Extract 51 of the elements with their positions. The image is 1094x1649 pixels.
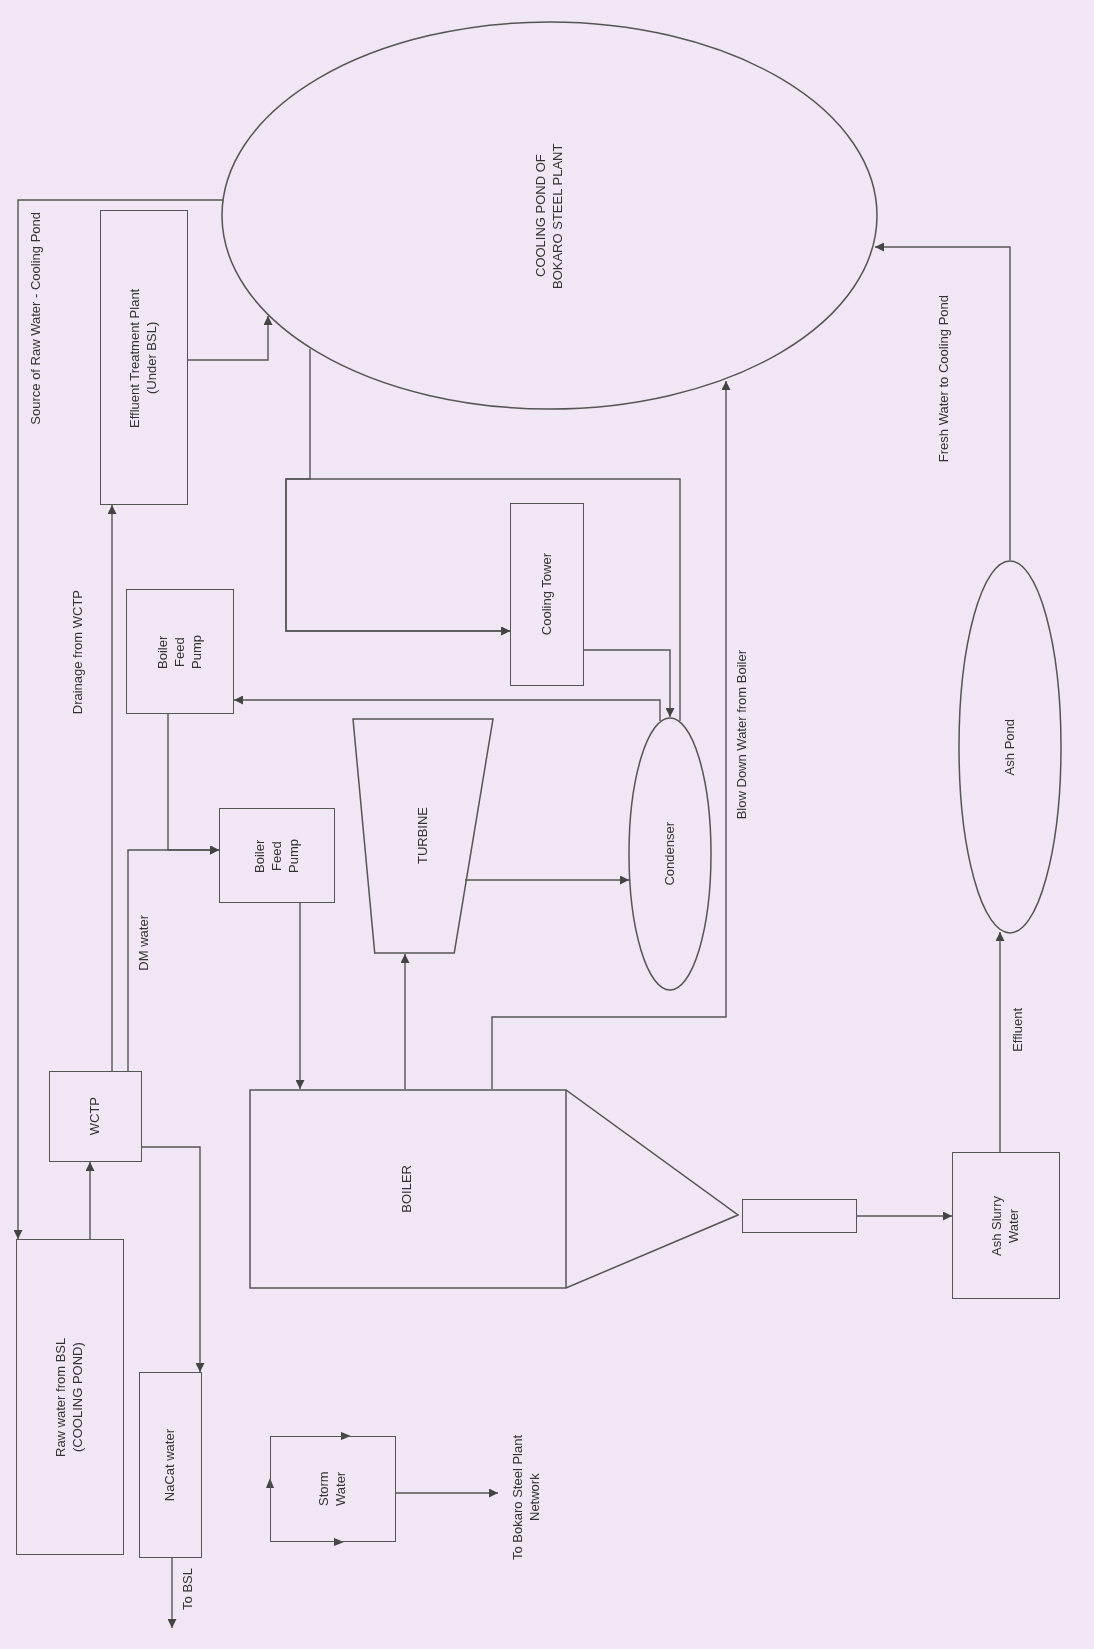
node-label: Raw water from BSL (COOLING POND) [53, 1336, 86, 1459]
edge-label: Source of Raw Water - Cooling Pond [28, 212, 45, 425]
turbine-trapezoid [352, 718, 494, 954]
node-label: BOILER [399, 1165, 416, 1213]
flow-arrow [233, 695, 661, 722]
flow-arrow [285, 478, 681, 722]
flow-arrow [395, 1488, 499, 1498]
flow-arrow [583, 649, 675, 718]
node-label: Cooling Tower [538, 553, 555, 636]
edge-label: Drainage from WCTP [70, 590, 87, 715]
node-label: Boiler Feed Pump [154, 633, 205, 671]
node-label: Condenser [661, 822, 678, 886]
pond-ellipse [221, 21, 878, 410]
node-label: To Bokaro Steel Plant Network [510, 1433, 543, 1562]
flow-arrow [295, 902, 305, 1090]
flow-arrow [167, 713, 220, 855]
treatment-plant-box [100, 210, 188, 505]
node-label: COOLING POND OF BOKARO STEEL PLANT [532, 141, 566, 291]
flow-arrow [995, 931, 1005, 1153]
process-box [139, 1372, 202, 1558]
flow-arrow [141, 1146, 205, 1373]
pump-box [219, 808, 335, 903]
condenser-ellipse [628, 717, 712, 991]
flow-arrow [187, 315, 273, 361]
node-label: Ash Pond [1001, 718, 1018, 776]
process-box [270, 1436, 396, 1542]
flow-arrow [491, 380, 731, 1090]
pump-box [126, 589, 234, 714]
node-label: Boiler Feed Pump [251, 837, 302, 875]
node-label: TURBINE [414, 807, 431, 865]
hopper-outlet-box [742, 1199, 857, 1233]
flow-arrow [13, 199, 224, 1240]
node-label: WCTP [87, 1097, 104, 1136]
node-label: NaCat water [162, 1428, 179, 1502]
flow-arrow [874, 242, 1011, 561]
edge-label: Fresh Water to Cooling Pond [936, 295, 953, 463]
boiler-shape [249, 1089, 739, 1289]
process-box [952, 1152, 1060, 1299]
ash-pond-ellipse [958, 560, 1062, 934]
flow-arrow [400, 953, 410, 1090]
flow-arrow [167, 1557, 177, 1629]
cooling-tower-box [510, 503, 584, 686]
node-label: Effluent Treatment Plant (Under BSL) [127, 286, 160, 430]
flow-arrow [856, 1211, 953, 1221]
flow-arrow [107, 504, 117, 1072]
flow-arrow [85, 1161, 95, 1240]
raw-water-box [16, 1239, 124, 1555]
flow-arrow [464, 875, 630, 885]
process-box [49, 1071, 142, 1162]
node-label: Storm Water [316, 1470, 349, 1509]
node-label: Ash Slurry Water [989, 1194, 1022, 1258]
